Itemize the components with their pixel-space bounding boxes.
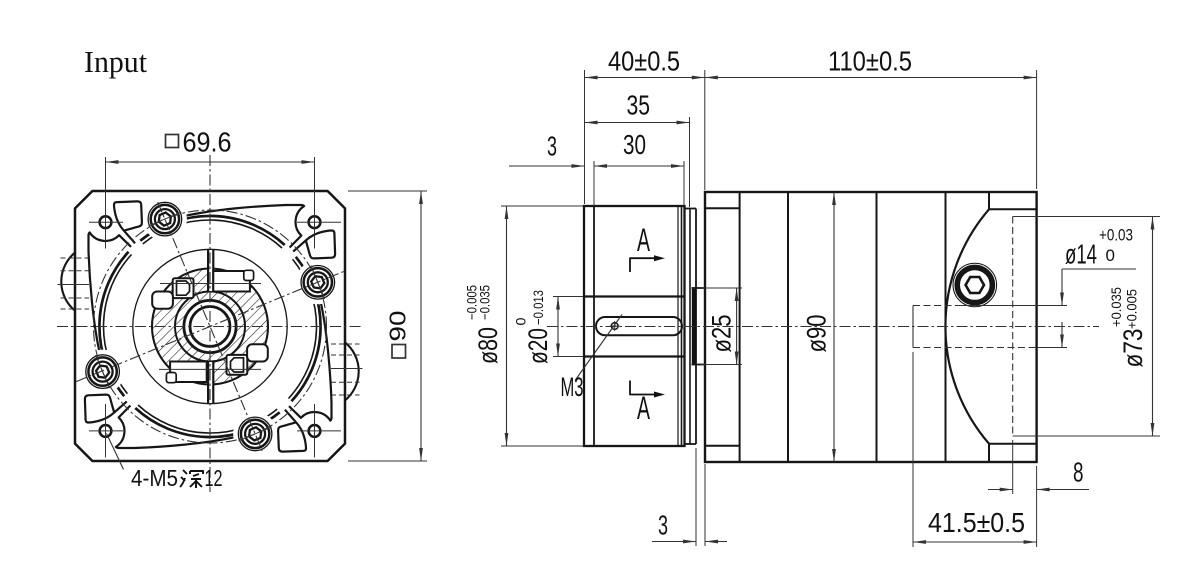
svg-text:−0.035: −0.035 bbox=[477, 285, 493, 320]
svg-text:8: 8 bbox=[1073, 457, 1084, 488]
svg-text:0: 0 bbox=[1106, 246, 1115, 265]
svg-text:ø14: ø14 bbox=[1065, 239, 1097, 270]
svg-text:69.6: 69.6 bbox=[183, 127, 232, 158]
svg-text:35: 35 bbox=[627, 90, 651, 121]
svg-text:40±0.5: 40±0.5 bbox=[608, 46, 680, 77]
svg-text:+0.005: +0.005 bbox=[1124, 289, 1140, 329]
svg-text:ø20: ø20 bbox=[523, 328, 553, 364]
svg-text:ø73: ø73 bbox=[1118, 329, 1148, 368]
svg-text:A: A bbox=[637, 390, 650, 426]
svg-text:30: 30 bbox=[623, 129, 646, 160]
svg-text:ø90: ø90 bbox=[802, 315, 832, 353]
svg-text:ø80: ø80 bbox=[473, 327, 503, 364]
svg-text:M3: M3 bbox=[561, 372, 584, 402]
svg-text:41.5±0.5: 41.5±0.5 bbox=[928, 507, 1025, 538]
svg-text:−0.005: −0.005 bbox=[464, 285, 480, 320]
svg-text:90: 90 bbox=[385, 311, 411, 342]
svg-text:A: A bbox=[637, 222, 650, 258]
svg-text:+0.03: +0.03 bbox=[1099, 226, 1133, 245]
svg-text:−0.013: −0.013 bbox=[530, 290, 546, 325]
svg-text:3: 3 bbox=[547, 131, 557, 162]
svg-text:+0.035: +0.035 bbox=[1108, 287, 1124, 327]
svg-text:12: 12 bbox=[205, 465, 223, 491]
svg-text:0: 0 bbox=[513, 317, 529, 325]
svg-text:110±0.5: 110±0.5 bbox=[828, 46, 912, 77]
svg-text:3: 3 bbox=[658, 510, 668, 541]
svg-text:4-M5: 4-M5 bbox=[131, 465, 178, 491]
svg-text:Input: Input bbox=[84, 44, 147, 79]
svg-text:ø25: ø25 bbox=[707, 315, 737, 353]
